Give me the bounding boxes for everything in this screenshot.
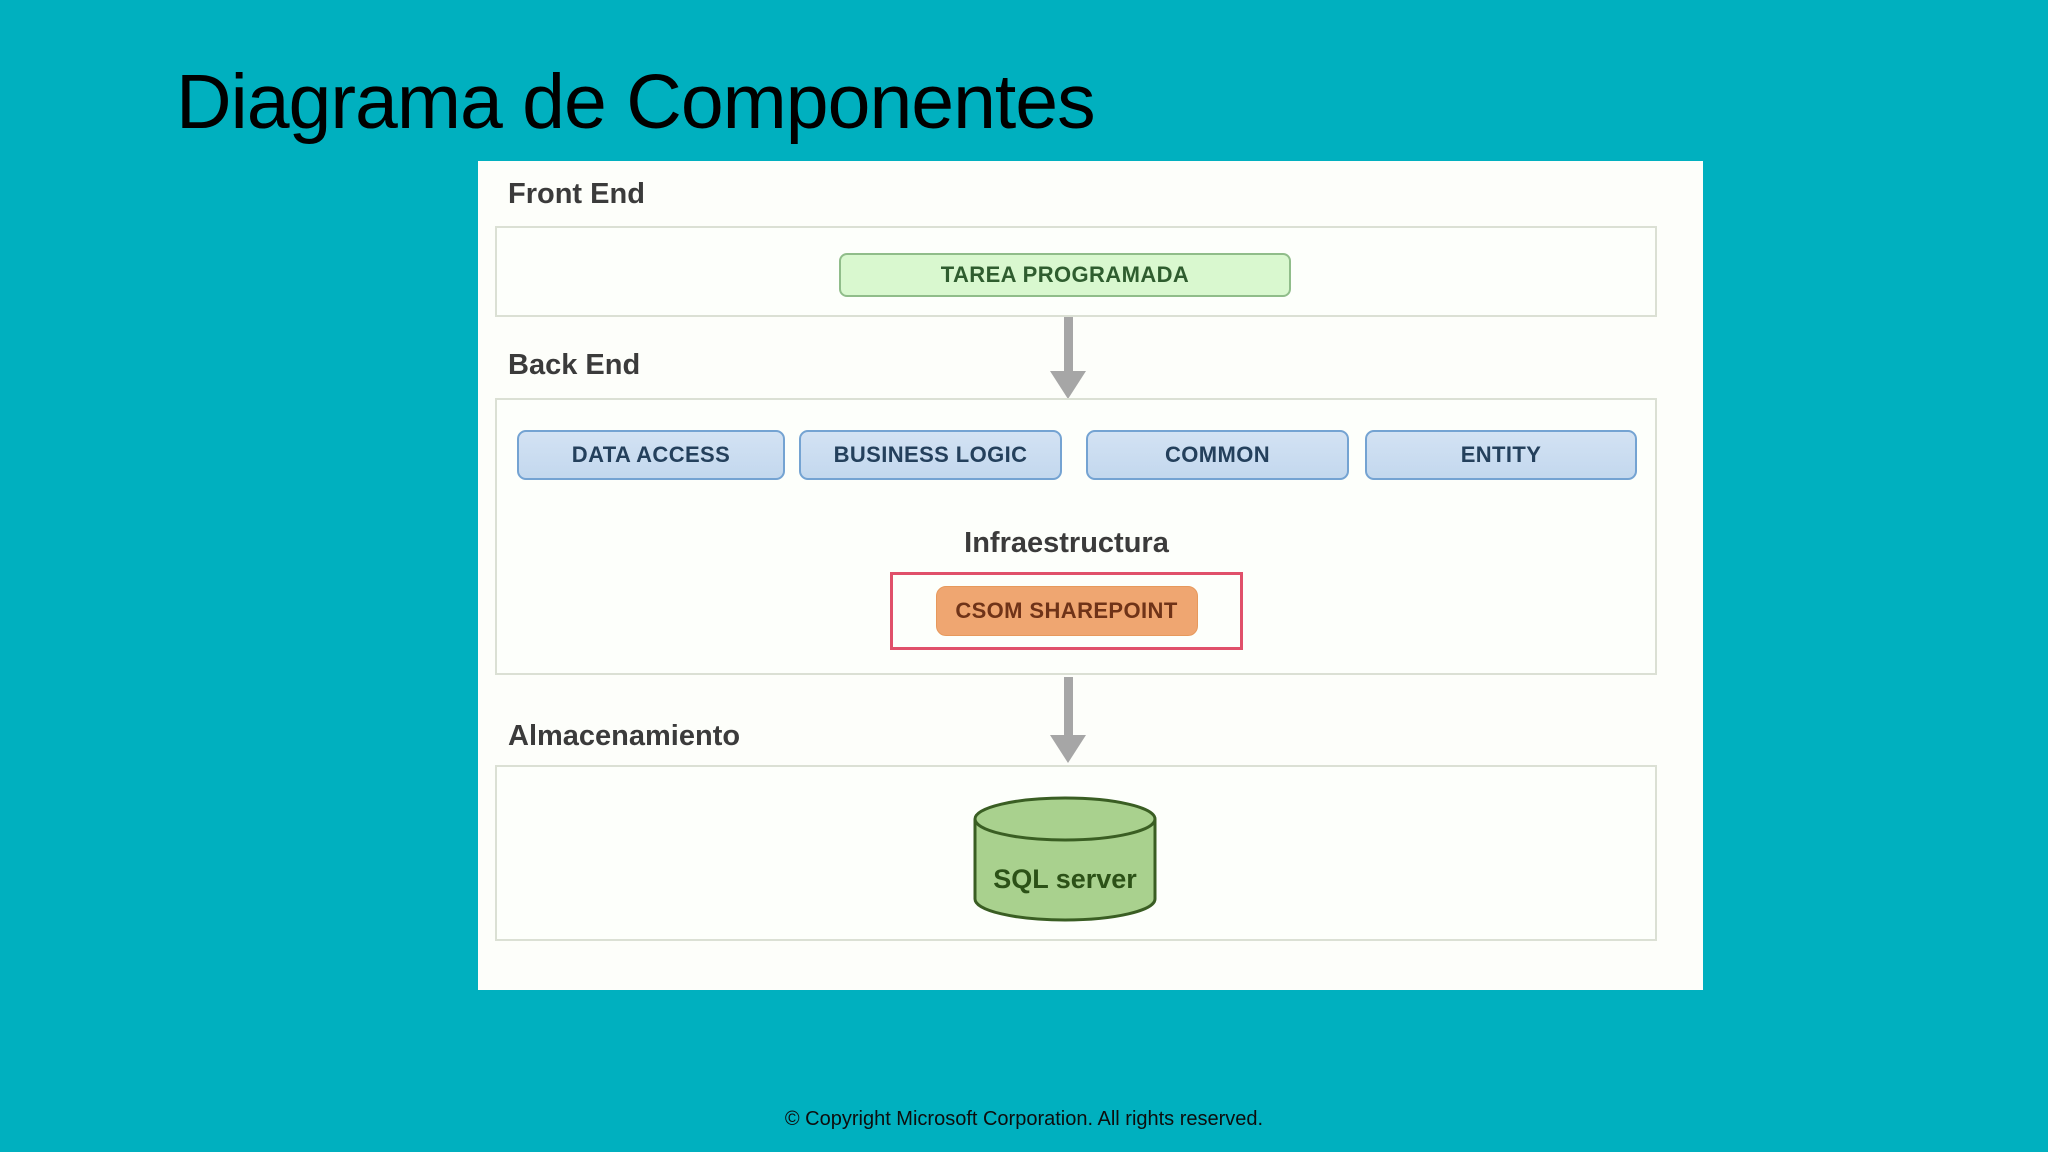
component-business-logic: BUSINESS LOGIC (799, 430, 1062, 480)
component-entity: ENTITY (1365, 430, 1637, 480)
database-label: SQL server (993, 864, 1137, 894)
storage-section-label: Almacenamiento (508, 720, 741, 752)
sql-server-database: SQL server (972, 795, 1158, 923)
copyright-footer: © Copyright Microsoft Corporation. All r… (784, 1108, 1264, 1130)
component-common: COMMON (1086, 430, 1349, 480)
component-csom-sharepoint: CSOM SHAREPOINT (935, 586, 1198, 636)
database-cylinder-icon: SQL server (973, 796, 1157, 922)
arrow-down-icon (1050, 317, 1086, 399)
component-tarea-programada: TAREA PROGRAMADA (839, 253, 1291, 297)
component-data-access: DATA ACCESS (517, 430, 785, 480)
component-diagram-panel: Front End TAREA PROGRAMADA Back End DATA… (478, 161, 1703, 990)
arrow-down-icon (1050, 677, 1086, 763)
page-title: Diagrama de Componentes (176, 59, 1096, 145)
infrastructure-label: Infraestructura (964, 527, 1169, 559)
infrastructure-highlight-box: CSOM SHAREPOINT (890, 572, 1243, 650)
back-end-section-label: Back End (508, 349, 641, 381)
front-end-section-label: Front End (508, 178, 645, 210)
